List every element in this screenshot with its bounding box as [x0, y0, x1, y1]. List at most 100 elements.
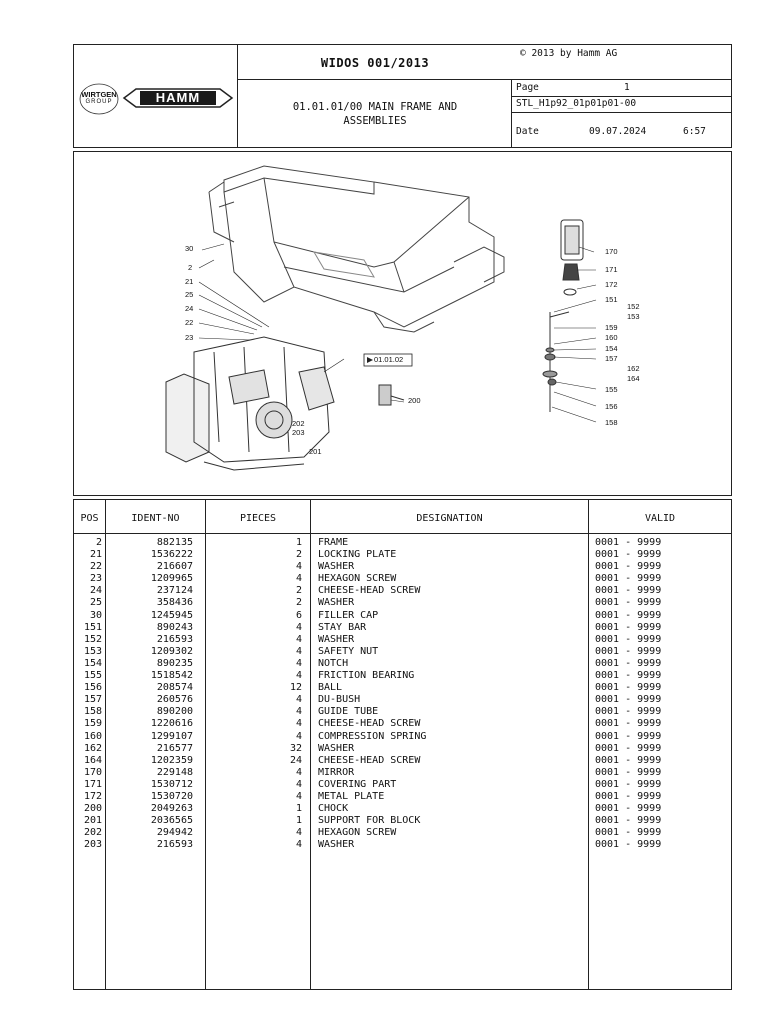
page-number: 1 — [624, 82, 630, 93]
part-designation: SAFETY NUT — [318, 645, 379, 657]
header-divider-logo — [237, 44, 238, 148]
part-designation: FILLER CAP — [318, 609, 379, 621]
col-header-valid: VALID — [644, 513, 676, 524]
part-valid: 0001 - 9999 — [595, 754, 662, 766]
part-designation: FRAME — [318, 537, 349, 548]
part-pieces: 4 — [295, 790, 302, 802]
part-valid: 0001 - 9999 — [595, 694, 662, 706]
part-ident: 237124 — [156, 585, 193, 597]
part-pos: 164 — [83, 754, 102, 766]
part-ident: 1530720 — [150, 790, 193, 802]
callout-25: 25 — [185, 290, 194, 299]
part-ident: 1518542 — [150, 670, 193, 682]
part-pieces: 4 — [295, 694, 302, 706]
table-header-divider — [73, 533, 732, 534]
part-designation: WASHER — [318, 839, 355, 851]
callout-156: 156 — [605, 402, 618, 411]
part-ident: 294942 — [156, 827, 193, 839]
group-logo-text: GROUP — [85, 99, 113, 105]
part-pieces: 4 — [295, 766, 302, 778]
part-designation: SUPPORT FOR BLOCK — [318, 815, 421, 827]
time-value: 6:57 — [683, 126, 706, 137]
part-pos: 202 — [83, 827, 102, 839]
callout-200: 200 — [408, 396, 421, 405]
exploded-view-drawing: 30 2 21 25 24 22 23 170 171 172 151 152 … — [74, 152, 731, 495]
part-pos: 151 — [83, 621, 102, 633]
part-pos: 22 — [89, 561, 102, 573]
part-pieces: 2 — [295, 585, 302, 597]
part-pos: 2 — [95, 537, 102, 548]
part-ident: 1220616 — [150, 718, 193, 730]
part-pieces: 4 — [295, 657, 302, 669]
part-valid: 0001 - 9999 — [595, 573, 662, 585]
part-designation: METAL PLATE — [318, 790, 385, 802]
part-pos: 157 — [83, 694, 102, 706]
callout-162: 162 — [627, 364, 640, 373]
part-pos: 23 — [89, 573, 102, 585]
document-code: STL_H1p92_01p01p01-00 — [516, 98, 637, 109]
part-pos: 152 — [83, 633, 102, 645]
part-pieces: 4 — [295, 730, 302, 742]
callout-21: 21 — [185, 277, 194, 286]
page-label: Page — [516, 82, 539, 93]
col-header-ident: IDENT-NO — [131, 513, 180, 524]
part-pos: 21 — [89, 549, 102, 561]
callout-202: 202 — [292, 419, 305, 428]
part-valid: 0001 - 9999 — [595, 633, 662, 645]
part-ident: 358436 — [156, 597, 193, 609]
mirror-drawing — [542, 219, 584, 412]
part-valid: 0001 - 9999 — [595, 827, 662, 839]
part-ident: 216607 — [156, 561, 193, 573]
part-ident: 216593 — [156, 839, 193, 851]
part-valid: 0001 - 9999 — [595, 549, 662, 561]
callout-158: 158 — [605, 418, 618, 427]
parts-table-block — [73, 499, 732, 990]
part-valid: 0001 - 9999 — [595, 645, 662, 657]
callout-160: 160 — [605, 333, 618, 342]
header-divider-page — [511, 96, 732, 97]
part-designation: WASHER — [318, 597, 355, 609]
part-ident: 890243 — [156, 621, 193, 633]
date-value: 09.07.2024 — [589, 126, 647, 137]
callout-30: 30 — [185, 244, 194, 253]
part-pos: 170 — [83, 766, 102, 778]
part-designation: CHEESE-HEAD SCREW — [318, 754, 421, 766]
wirtgen-logo-text: WIRTGEN — [81, 90, 117, 99]
part-pieces: 4 — [295, 645, 302, 657]
callout-159: 159 — [605, 323, 618, 332]
part-pieces: 1 — [295, 803, 302, 815]
part-designation: GUIDE TUBE — [318, 706, 379, 718]
part-pieces: 1 — [295, 537, 302, 548]
engine-drawing — [165, 336, 405, 471]
col-divider-2 — [205, 499, 206, 990]
part-valid: 0001 - 9999 — [595, 682, 662, 694]
part-ident: 1536222 — [150, 549, 193, 561]
part-valid: 0001 - 9999 — [595, 621, 662, 633]
part-valid: 0001 - 9999 — [595, 706, 662, 718]
part-ident: 1530712 — [150, 778, 193, 790]
part-pos: 155 — [83, 670, 102, 682]
part-valid: 0001 - 9999 — [595, 790, 662, 802]
part-valid: 0001 - 9999 — [595, 742, 662, 754]
part-valid: 0001 - 9999 — [595, 670, 662, 682]
part-designation: HEXAGON SCREW — [318, 573, 397, 585]
part-ident: 1245945 — [150, 609, 193, 621]
col-header-pieces: PIECES — [239, 513, 277, 524]
part-designation: DU-BUSH — [318, 694, 361, 706]
callout-157: 157 — [605, 354, 618, 363]
part-ident: 229148 — [156, 766, 193, 778]
part-pos: 159 — [83, 718, 102, 730]
part-valid: 0001 - 9999 — [595, 766, 662, 778]
callout-151: 151 — [605, 295, 618, 304]
part-pos: 201 — [83, 815, 102, 827]
